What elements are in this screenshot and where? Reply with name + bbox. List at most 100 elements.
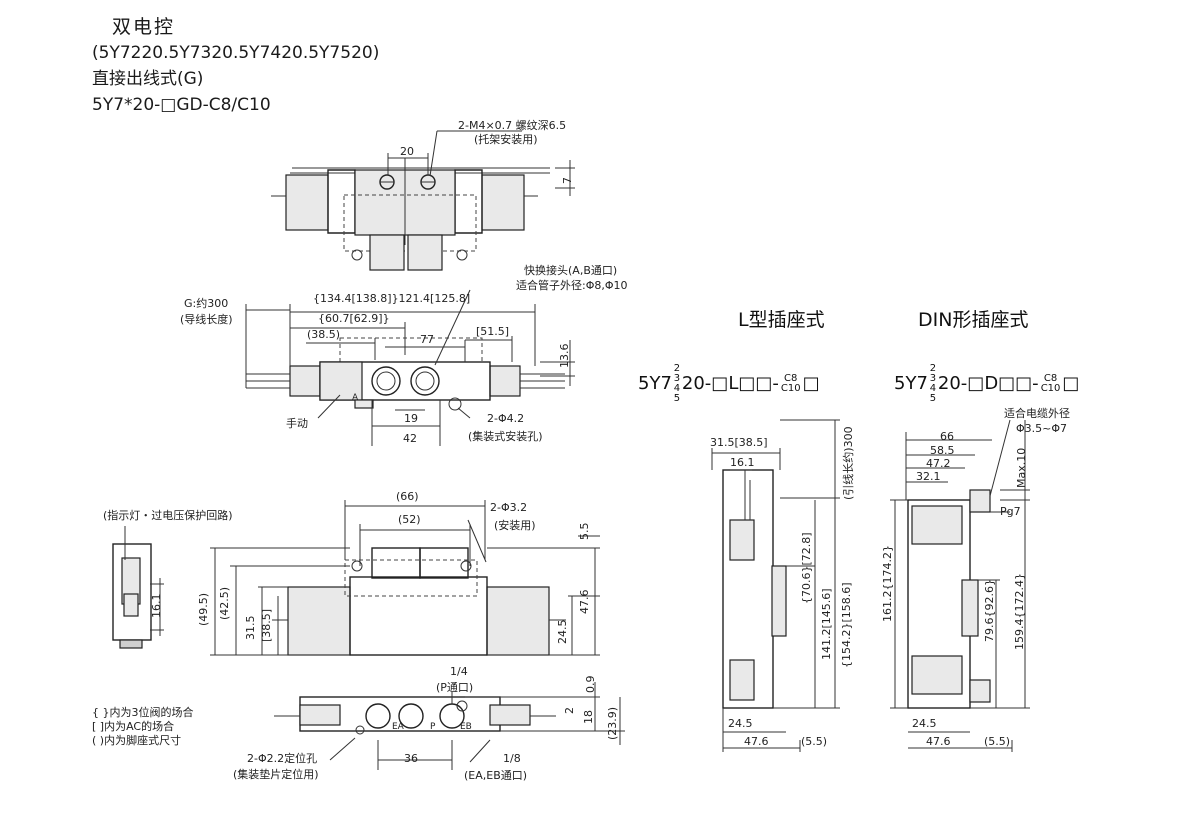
bottom-pin-note: 2-Φ2.2定位孔 [247,752,318,765]
din-dim-245: 24.5 [912,717,937,730]
side-port-a: A [352,393,359,403]
bottom-dim-2: 2 [563,707,576,714]
side-dim-77: 77 [420,333,434,346]
l-type-title: L型插座式 [738,309,825,331]
legend-line-1: { }内为3位阀的场合 [92,706,194,719]
din-pg7: Pg7 [1000,505,1021,518]
front-dim-476: 47.6 [578,589,591,615]
bottom-port-ea: EA [392,722,404,732]
l-type-code-sub: 2 3 4 5 [673,363,681,404]
din-dim-66: 66 [940,430,954,443]
l-type-code-c8: C8 [784,373,798,384]
din-cable-note-2: Φ3.5~Φ7 [1016,422,1068,435]
bottom-pin-note-2: (集装垫片定位用) [233,768,319,781]
front-dim-315: 31.5 [244,615,257,641]
front-dim-495: (49.5) [197,592,210,626]
side-dim-51: [51.5] [476,325,510,338]
l-dim-300: (引线长约)300 [842,426,855,500]
l-dim-245: 24.5 [728,717,753,730]
bottom-dim-18: 18 [582,710,595,724]
din-dim-1594: 159.4{172.4} [1013,573,1026,650]
legend-line-2: [ ]内为AC的场合 [92,720,175,733]
front-dim-385: [38.5] [260,608,273,642]
front-dim-245: 24.5 [556,619,569,645]
bottom-p-port: 1/4 [450,665,468,678]
din-dim-max10: Max.10 [1015,447,1028,488]
front-dim-66: (66) [396,490,419,503]
din-type-code-end: □ [1062,373,1080,394]
header-code: 5Y7*20-□GD-C8/C10 [92,95,271,115]
bottom-port-eb: EB [460,722,472,732]
side-dim-60: {60.7[62.9]} [318,312,390,325]
side-fitting-note: 快换接头(A,B通口) [524,264,618,277]
bottom-port-p: P [430,722,436,732]
l-dim-1542: {154.2}[158.6] [840,582,853,668]
l-type-code-prefix: 5Y7 [638,373,672,394]
legend: { }内为3位阀的场合 [ ]内为AC的场合 ( )内为脚座式尺寸 [92,706,194,748]
din-type-title: DIN形插座式 [918,309,1029,331]
l-dim-315: 31.5[38.5] [710,436,768,449]
side-hole-note: 2-Φ4.2 [487,412,525,425]
top-view-drawing [271,130,575,271]
side-hole-note-2: (集装式安装孔) [468,430,543,443]
bottom-p-port-2: (P通口) [436,681,474,694]
din-type-drawing [890,419,1030,752]
din-type-code-sub: 2 3 4 5 [929,363,937,404]
side-dim-38: (38.5) [307,328,341,341]
top-thread-note-2: (托架安装用) [474,133,538,146]
header-block: 双电控 (5Y7220.5Y7320.5Y7420.5Y7520) 直接出线式(… [92,14,379,118]
bottom-dim-239: (23.9) [606,706,619,740]
l-dim-706: {70.6}[72.8] [800,532,813,604]
l-dim-161: 16.1 [730,456,755,469]
bottom-exhaust-port-2: (EA,EB通口) [464,769,528,782]
l-dim-476: 47.6 [744,735,769,748]
din-dim-796: 79.6{92.6} [983,579,996,642]
l-type-code-middle: 20-□L□□- [681,373,779,394]
din-dim-476: 47.6 [926,735,951,748]
din-cable-note: 适合电缆外径 [1004,407,1070,420]
side-fitting-note-2: 适合管子外径:Φ8,Φ10 [516,279,628,292]
din-dim-585: 58.5 [930,444,955,457]
din-dim-472: 47.2 [926,457,951,470]
l-type-code-end: □ [802,373,820,394]
din-dim-1612: 161.2{174.2} [881,545,894,622]
top-thread-note: 2-M4×0.7 螺纹深6.5 [458,119,567,132]
l-type-code-c10: C10 [780,383,801,394]
bottom-dim-36: 36 [404,752,418,765]
header-models: (5Y7220.5Y7320.5Y7420.5Y7520) [92,43,380,63]
front-dim-425: (42.5) [218,586,231,620]
front-dim-55: 5.5 [578,522,591,541]
bottom-view-drawing [274,682,625,770]
front-view-drawing [112,500,600,656]
din-dim-321: 32.1 [916,470,941,483]
front-indicator-note: (指示灯・过电压保护回路) [103,509,233,522]
l-type-drawing [711,419,840,752]
bottom-exhaust-port: 1/8 [503,752,521,765]
header-type: 直接出线式(G) [92,69,204,89]
bottom-dim-09: 0.9 [584,675,597,694]
din-type-code-c10: C10 [1040,383,1061,394]
front-dim-161: 16.1 [150,593,163,619]
din-type-code-c8: C8 [1043,373,1058,384]
side-dim-42: 42 [403,432,417,445]
top-dim-7: 7 [561,177,574,184]
front-dim-52: (52) [398,513,421,526]
legend-line-3: ( )内为脚座式尺寸 [92,734,182,747]
l-dim-1412: 141.2[145.6] [820,588,833,660]
front-hole-note: 2-Φ3.2 [490,501,528,514]
side-lead-length-2: (导线长度) [180,313,233,326]
side-manual-label: 手动 [286,417,308,430]
side-dim-136: 13.6 [558,343,571,369]
top-dim-20: 20 [400,145,414,158]
side-dim-19: 19 [404,412,418,425]
l-dim-55: (5.5) [801,735,828,748]
side-lead-length: G:约300 [184,297,229,310]
front-hole-note-2: (安装用) [494,519,536,532]
din-dim-55: (5.5) [984,735,1011,748]
din-type-code-prefix: 5Y7 [894,373,928,394]
header-title: 双电控 [112,16,176,38]
side-dim-total: {134.4[138.8]}121.4[125.8] [313,292,471,305]
